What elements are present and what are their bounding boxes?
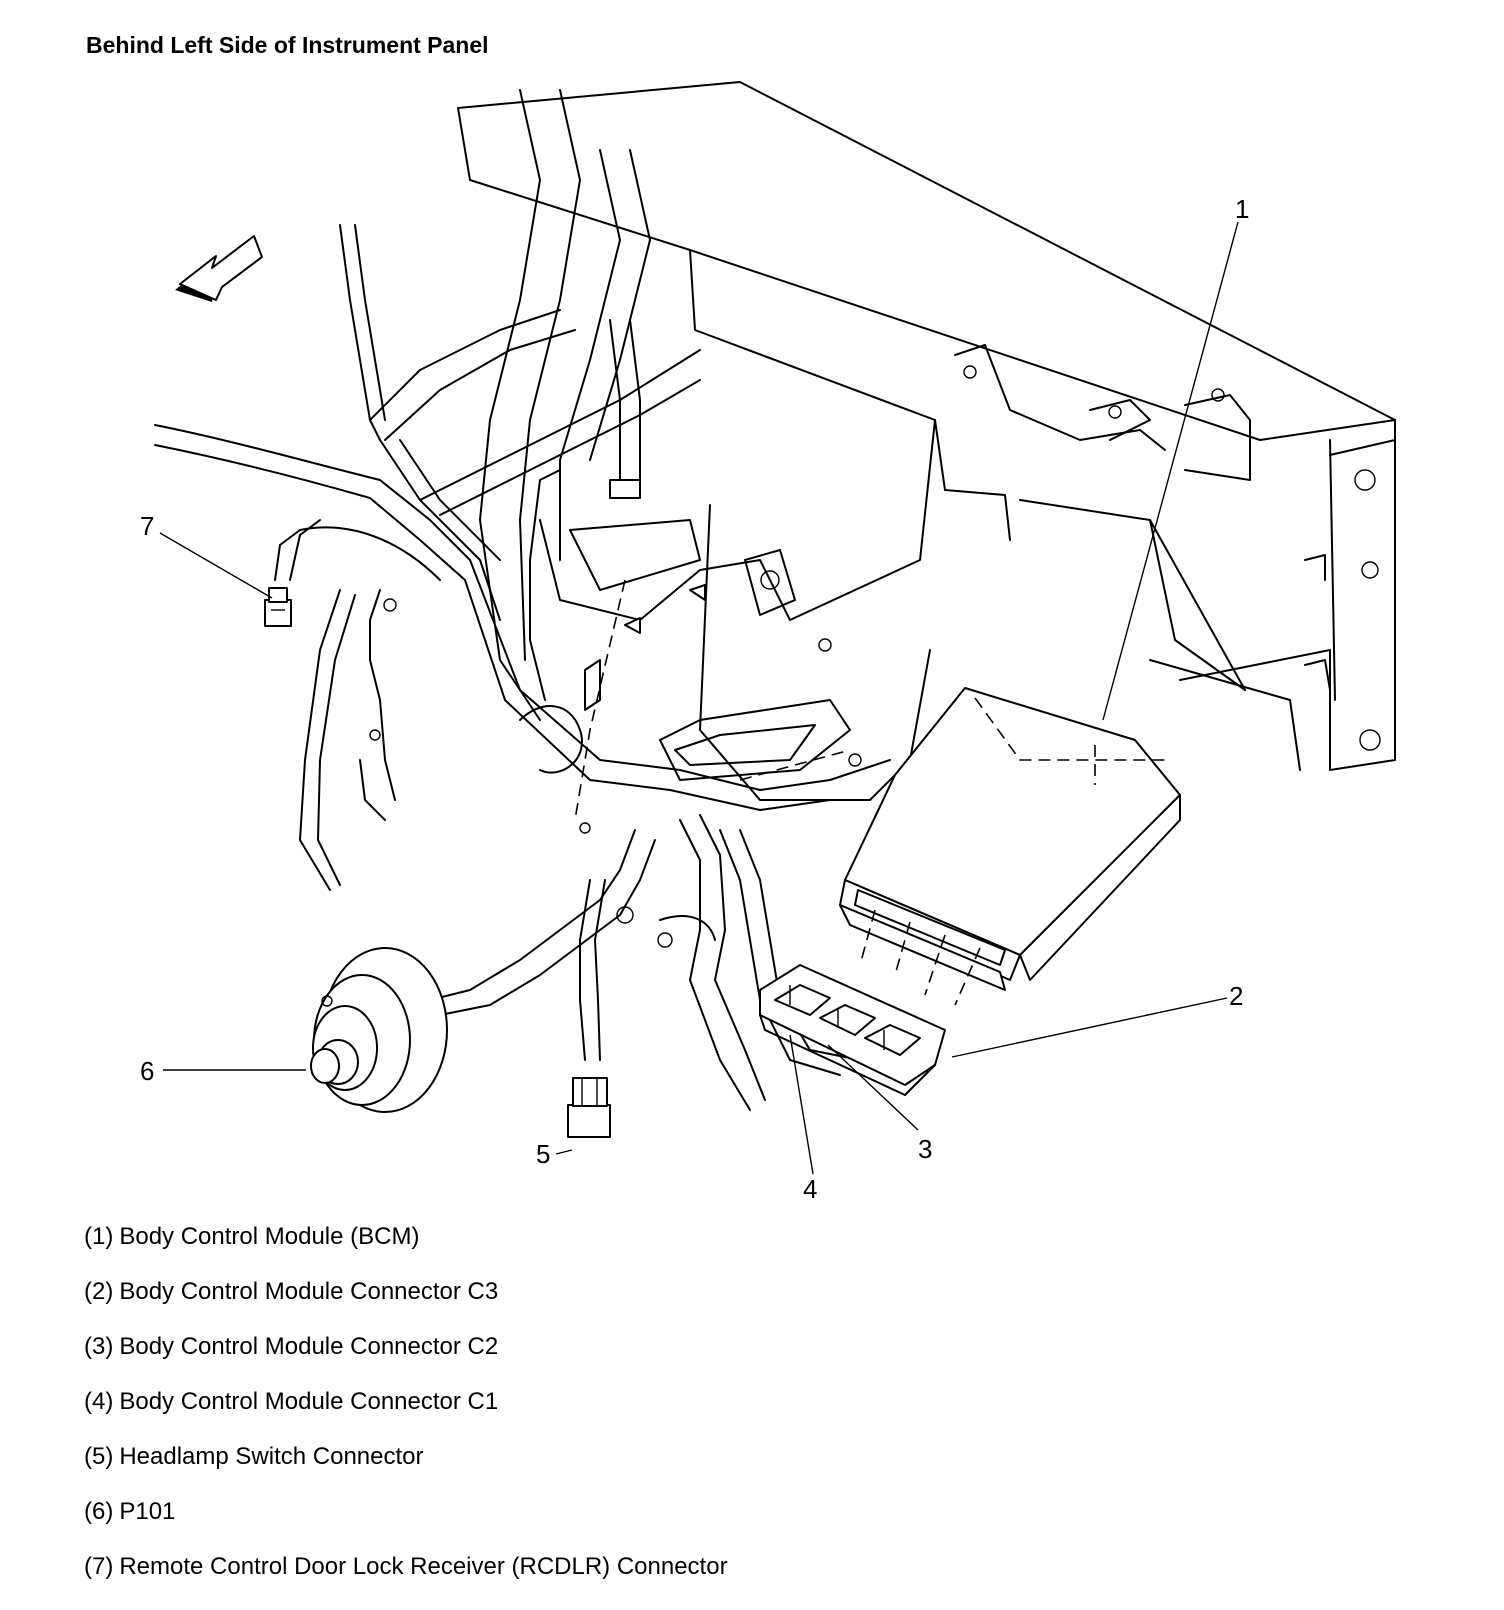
legend-text: P101 (119, 1498, 176, 1525)
instrument-panel-frame (457, 81, 1396, 801)
legend-text: Headlamp Switch Connector (119, 1443, 424, 1470)
callout-1: 1 (1235, 194, 1249, 224)
legend-text: Body Control Module Connector C1 (119, 1388, 499, 1415)
callout-7: 7 (140, 511, 154, 541)
callout-4: 4 (803, 1174, 817, 1200)
component-legend: (1)Body Control Module (BCM) (2)Body Con… (84, 1222, 728, 1607)
legend-item: (4)Body Control Module Connector C1 (84, 1387, 728, 1442)
legend-number: (2) (84, 1278, 114, 1305)
legend-text: Body Control Module (BCM) (119, 1223, 420, 1250)
legend-item: (5)Headlamp Switch Connector (84, 1442, 728, 1497)
instrument-panel-illustration: 1 2 3 4 5 6 7 (140, 81, 1396, 1200)
rcdlr-connector (264, 587, 292, 627)
diagram-title: Behind Left Side of Instrument Panel (86, 32, 489, 58)
legend-number: (5) (84, 1443, 114, 1470)
legend-item: (6)P101 (84, 1497, 728, 1552)
legend-item: (2)Body Control Module Connector C3 (84, 1277, 728, 1332)
headlamp-switch-connector (567, 1077, 611, 1138)
legend-item: (7)Remote Control Door Lock Receiver (RC… (84, 1552, 728, 1607)
legend-number: (3) (84, 1333, 114, 1360)
legend-text: Body Control Module Connector C3 (119, 1278, 499, 1305)
forward-arrow-icon (175, 235, 263, 302)
callout-leaders (159, 221, 1239, 1175)
p101-grommet (310, 947, 448, 1113)
legend-number: (4) (84, 1388, 114, 1415)
callout-2: 2 (1229, 981, 1243, 1011)
legend-text: Remote Control Door Lock Receiver (RCDLR… (119, 1553, 728, 1580)
callout-labels: 1 2 3 4 5 6 7 (140, 194, 1249, 1200)
callout-5: 5 (536, 1139, 550, 1169)
wiring-harness (154, 89, 891, 1111)
callout-3: 3 (918, 1134, 932, 1164)
legend-number: (1) (84, 1223, 114, 1250)
body-control-module (574, 579, 1181, 1006)
legend-number: (7) (84, 1553, 114, 1580)
legend-item: (3)Body Control Module Connector C2 (84, 1332, 728, 1387)
legend-text: Body Control Module Connector C2 (119, 1333, 499, 1360)
legend-number: (6) (84, 1498, 114, 1525)
legend-item: (1)Body Control Module (BCM) (84, 1222, 728, 1277)
bcm-connectors (759, 964, 946, 1096)
callout-6: 6 (140, 1056, 154, 1086)
